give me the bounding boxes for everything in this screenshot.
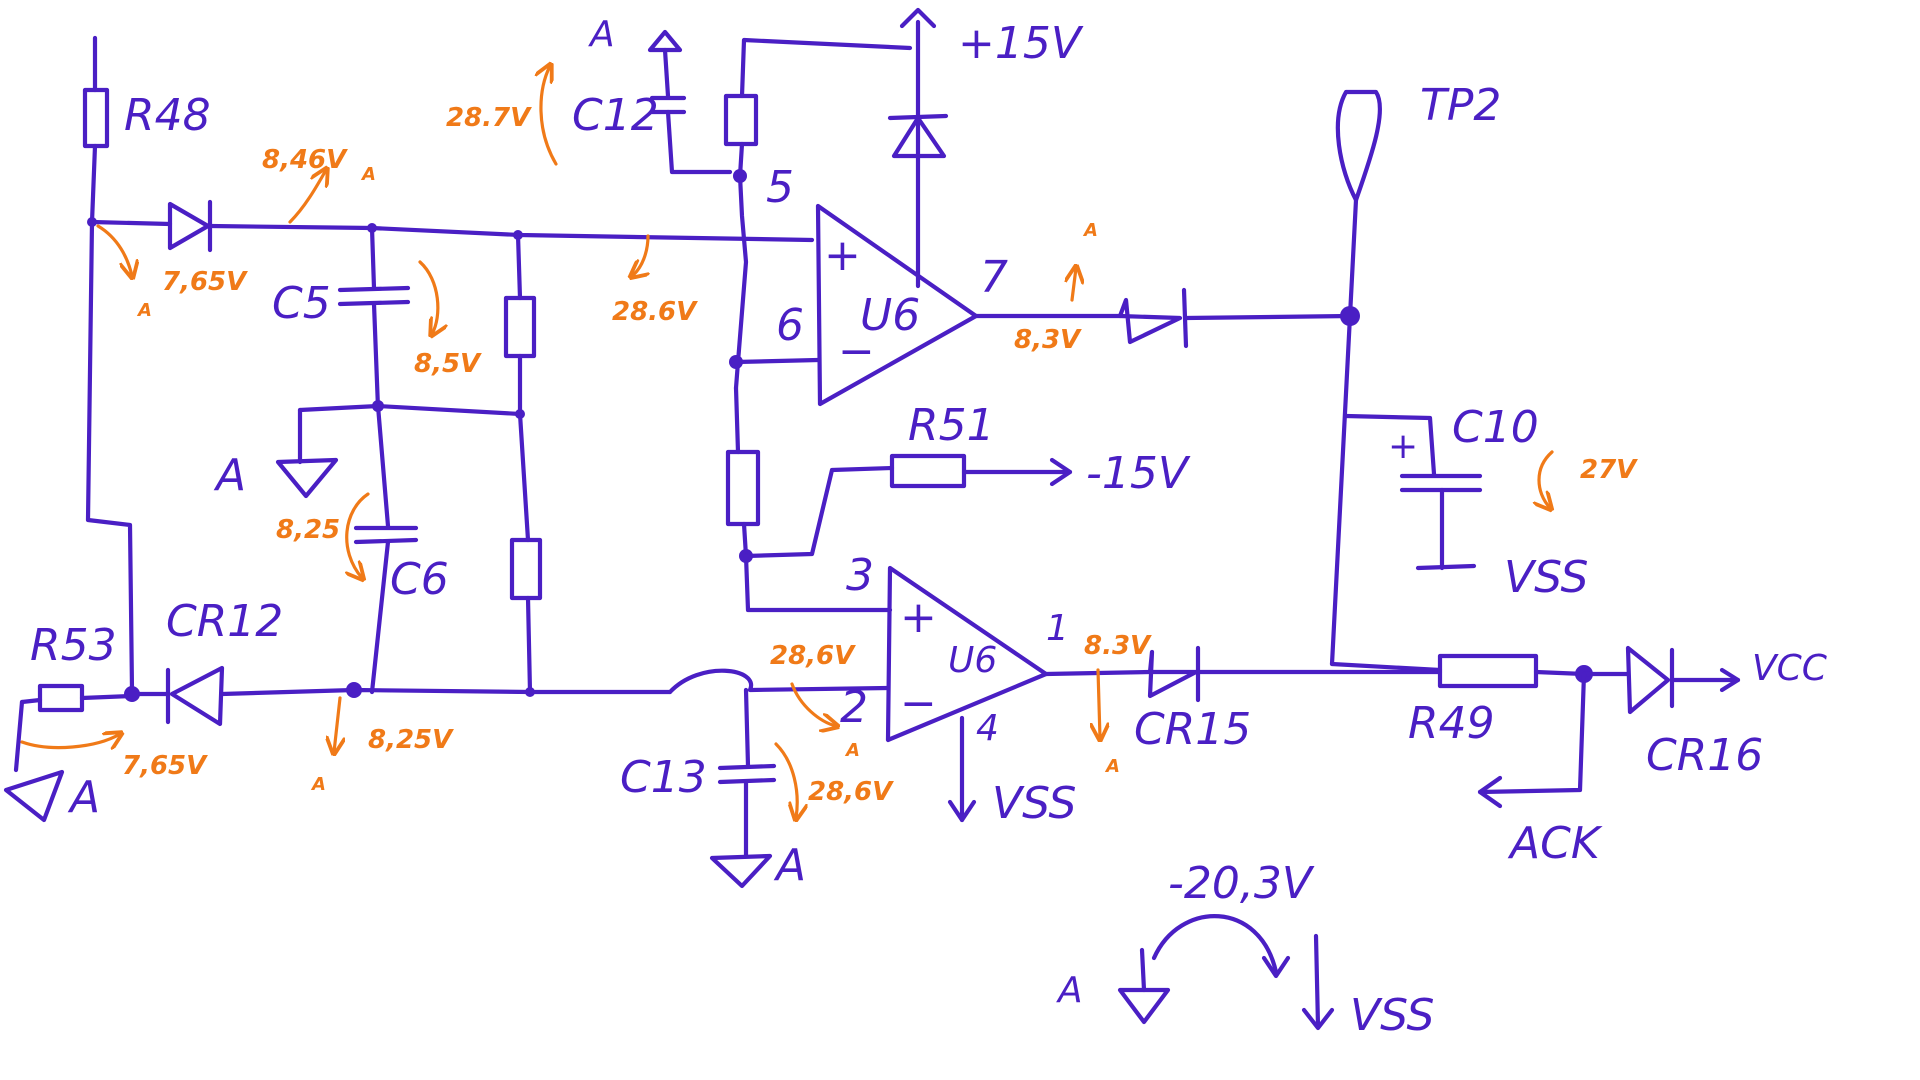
pin-4: 4: [976, 708, 999, 749]
voltage-28-6v-mid: 28,6V: [770, 641, 856, 671]
legend-voltage: -20,3V: [1168, 858, 1315, 909]
c6-branch: [346, 403, 419, 698]
voltage-8-3v-top: 8,3V: [1014, 325, 1082, 355]
cr15-diode: [1147, 645, 1443, 703]
r53-resistor: [37, 683, 85, 713]
r49-cr16-branch: [1329, 645, 1741, 809]
pin-3: 3: [846, 550, 874, 601]
voltage-28-6v-c13: 28,6V: [808, 777, 894, 807]
u6-top-opamp: [729, 173, 1123, 407]
ground-a-legend-label: A: [1056, 970, 1083, 1011]
voltage-28-7v: 28.7V: [446, 103, 532, 133]
voltage-286-mid-sub: A: [844, 740, 860, 761]
voltage-8-5v: 8,5V: [414, 349, 482, 379]
r49-label: R49: [1408, 698, 1495, 749]
tp2-label: TP2: [1420, 80, 1501, 131]
u6-bottom-plus: +: [900, 592, 937, 643]
r53-label: R53: [30, 620, 117, 671]
c10-plus: +: [1388, 426, 1418, 467]
plus15v-rail: [887, 7, 949, 289]
voltage-8-46v: 8,46V: [262, 145, 348, 175]
plus15v-label: +15V: [958, 18, 1084, 69]
voltage-8-25v-bottom: 8,25V: [368, 725, 454, 755]
voltage-765-top-sub: A: [136, 300, 152, 321]
voltage-27v: 27V: [1580, 455, 1638, 485]
tp2-branch: [1329, 89, 1382, 667]
u6-top-plus: +: [824, 230, 861, 281]
ground-a-c13-label: A: [773, 840, 806, 891]
voltage-83-top-sub: A: [1082, 220, 1098, 241]
vcc-label: VCC: [1752, 648, 1828, 689]
voltage-846-sub: A: [360, 164, 376, 185]
r48-label: R48: [124, 90, 211, 141]
ground-a-top-label: A: [588, 14, 615, 55]
feedback-network: [725, 385, 1073, 563]
ground-a-node: [275, 403, 523, 499]
voltage-28-6v-top: 28.6V: [612, 297, 698, 327]
cr15-label: CR15: [1134, 704, 1251, 755]
r48-branch: [82, 35, 135, 693]
bias-resistor-top: [503, 295, 537, 359]
bottom-input-line: [3, 665, 673, 823]
top-diode: [89, 199, 815, 253]
voltage-7-65v-top: 7,65V: [162, 267, 248, 297]
minus15v-label: -15V: [1086, 448, 1191, 499]
r48-resistor: [82, 87, 110, 149]
c10-branch: [1343, 413, 1483, 571]
voltage-83-bottom-sub: A: [1104, 756, 1120, 777]
cr12-label: CR12: [166, 596, 283, 647]
voltage-825-sub: A: [310, 774, 326, 795]
vss-legend-label: VSS: [1350, 990, 1434, 1041]
ack-label: ACK: [1507, 818, 1603, 869]
u6-bottom-opamp: [667, 553, 1153, 823]
u6-top-label: U6: [860, 290, 920, 341]
r49-resistor: [1437, 653, 1539, 689]
c12-branch: [647, 29, 913, 183]
output-diode-top: [1117, 287, 1353, 349]
vss-u6-label: VSS: [992, 778, 1076, 829]
ground-a-label: A: [213, 450, 246, 501]
u6-top-minus: −: [838, 326, 875, 377]
voltage-7-65v-bottom: 7,65V: [122, 751, 208, 781]
c13-branch: [709, 763, 777, 889]
r51-resistor: [889, 453, 967, 489]
pin-2: 2: [840, 682, 868, 733]
feedback-resistor: [725, 449, 761, 527]
pin-7: 7: [980, 252, 1008, 303]
voltage-8-25-c6: 8,25: [276, 515, 340, 545]
bias-resistor-bottom: [509, 537, 543, 601]
pin-5: 5: [766, 162, 794, 213]
c12-label: C12: [572, 90, 659, 141]
c6-label: C6: [390, 554, 449, 605]
pin-6: 6: [776, 300, 804, 351]
cr16-label: CR16: [1646, 730, 1763, 781]
vss-c10-label: VSS: [1504, 552, 1588, 603]
c5-label: C5: [272, 278, 331, 329]
c13-label: C13: [620, 752, 707, 803]
bias-resistor-column: [503, 230, 543, 697]
voltage-8-3v-bottom: 8.3V: [1084, 631, 1152, 661]
legend-ground-relationship: [1117, 914, 1335, 1031]
voltage-arrows: [20, 66, 1552, 818]
u6-bottom-label: U6: [948, 640, 997, 681]
c12-series-resistor: [723, 93, 759, 147]
c5-branch: [337, 223, 411, 412]
ground-a-r53-label: A: [67, 772, 100, 823]
u6-bottom-minus: −: [900, 678, 937, 729]
r51-label: R51: [908, 400, 995, 451]
pin-1: 1: [1046, 608, 1069, 649]
c10-label: C10: [1452, 402, 1539, 453]
